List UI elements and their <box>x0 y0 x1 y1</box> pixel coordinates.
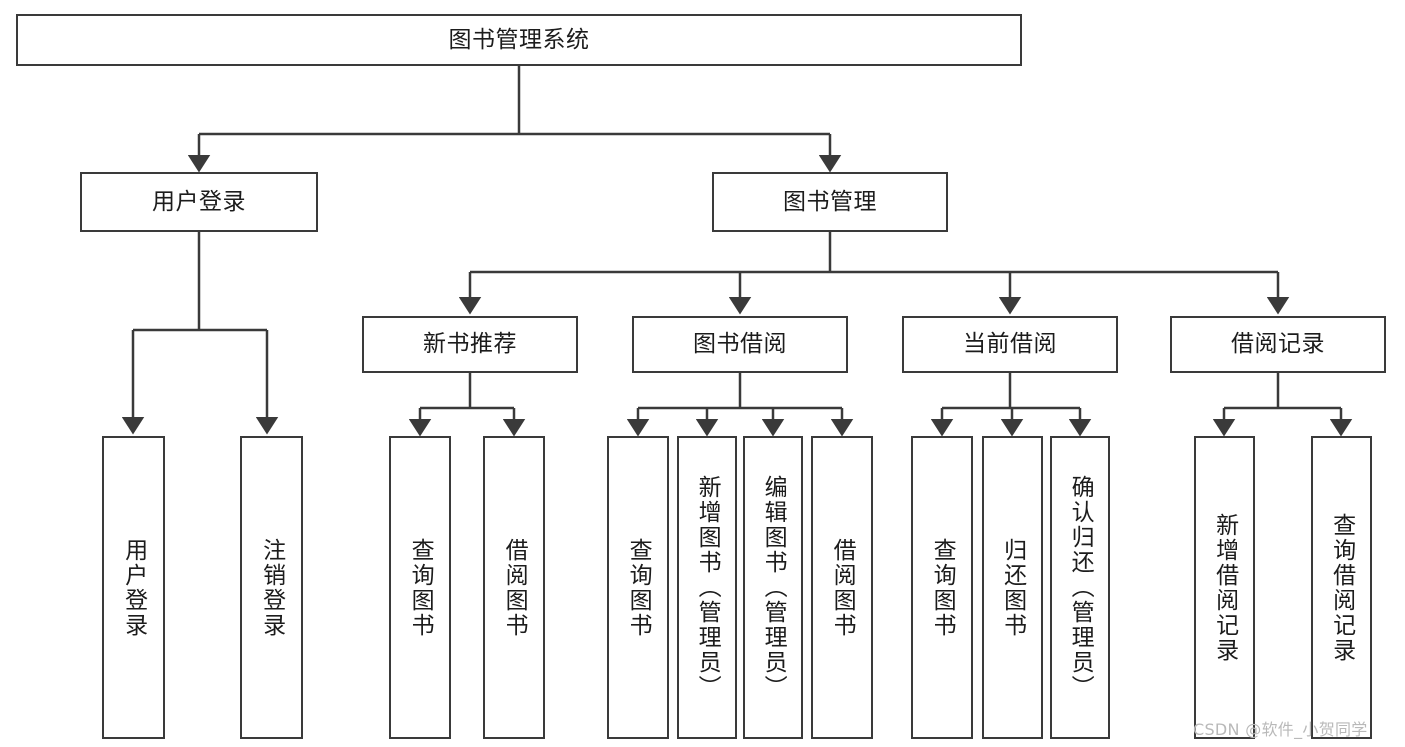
node-user-login-label: 用户登录 <box>152 188 246 215</box>
leaf-cb-return-book-label: 归还图书 <box>999 537 1026 638</box>
node-borrow-record[interactable]: 借阅记录 <box>1170 316 1386 373</box>
leaf-nb-borrow-book-label: 借阅图书 <box>501 537 528 638</box>
leaf-bb-query-book-label: 查询图书 <box>625 537 652 638</box>
leaf-bb-add-book-admin-label: 新增图书（管理员） <box>694 475 721 700</box>
node-user-login[interactable]: 用户登录 <box>80 172 318 232</box>
leaf-bb-borrow-book[interactable]: 借阅图书 <box>811 436 873 739</box>
node-current-borrow-label: 当前借阅 <box>963 331 1057 358</box>
leaf-bb-borrow-book-label: 借阅图书 <box>829 537 856 638</box>
leaf-bb-edit-book-admin[interactable]: 编辑图书（管理员） <box>743 436 803 739</box>
leaf-nb-borrow-book[interactable]: 借阅图书 <box>483 436 545 739</box>
leaf-logout[interactable]: 注销登录 <box>240 436 303 739</box>
leaf-bb-edit-book-admin-label: 编辑图书（管理员） <box>760 475 787 700</box>
node-book-manage[interactable]: 图书管理 <box>712 172 948 232</box>
leaf-nb-query-book-label: 查询图书 <box>407 537 434 638</box>
leaf-br-add-record-label: 新增借阅记录 <box>1211 512 1238 663</box>
leaf-logout-label: 注销登录 <box>258 537 285 638</box>
leaf-cb-confirm-return-admin[interactable]: 确认归还（管理员） <box>1050 436 1110 739</box>
node-new-book-recommend-label: 新书推荐 <box>423 331 517 358</box>
leaf-cb-return-book[interactable]: 归还图书 <box>982 436 1043 739</box>
leaf-user-login-label: 用户登录 <box>120 537 147 638</box>
leaf-br-query-record[interactable]: 查询借阅记录 <box>1311 436 1372 739</box>
node-root-system[interactable]: 图书管理系统 <box>16 14 1022 66</box>
leaf-br-add-record[interactable]: 新增借阅记录 <box>1194 436 1255 739</box>
leaf-bb-add-book-admin[interactable]: 新增图书（管理员） <box>677 436 737 739</box>
leaf-cb-query-book-label: 查询图书 <box>929 537 956 638</box>
leaf-bb-query-book[interactable]: 查询图书 <box>607 436 669 739</box>
leaf-nb-query-book[interactable]: 查询图书 <box>389 436 451 739</box>
node-book-borrow[interactable]: 图书借阅 <box>632 316 848 373</box>
node-borrow-record-label: 借阅记录 <box>1231 331 1325 358</box>
node-book-borrow-label: 图书借阅 <box>693 331 787 358</box>
node-root-system-label: 图书管理系统 <box>448 26 590 53</box>
node-book-manage-label: 图书管理 <box>783 188 877 215</box>
node-new-book-recommend[interactable]: 新书推荐 <box>362 316 578 373</box>
leaf-cb-confirm-return-admin-label: 确认归还（管理员） <box>1067 475 1094 700</box>
leaf-user-login[interactable]: 用户登录 <box>102 436 165 739</box>
node-current-borrow[interactable]: 当前借阅 <box>902 316 1118 373</box>
leaf-cb-query-book[interactable]: 查询图书 <box>911 436 973 739</box>
leaf-br-query-record-label: 查询借阅记录 <box>1328 512 1355 663</box>
